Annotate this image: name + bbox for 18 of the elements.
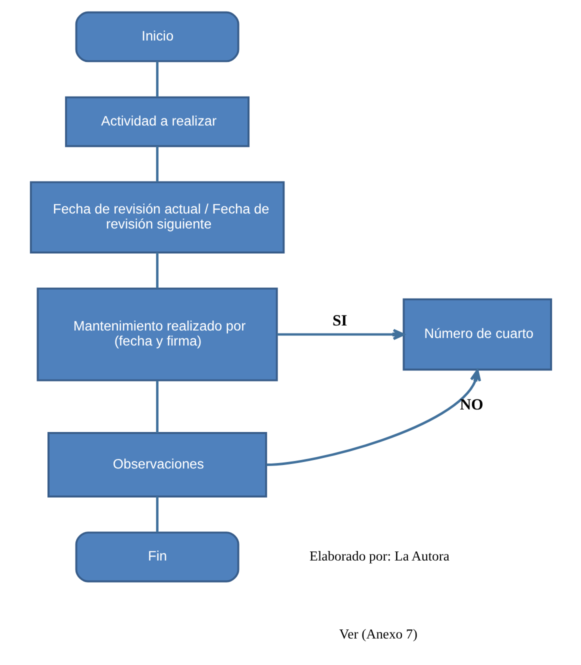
connector — [156, 252, 158, 288]
connector — [156, 496, 158, 532]
arrow — [276, 328, 404, 340]
connector — [156, 146, 158, 182]
edge-label: SI — [332, 312, 347, 330]
node-box: Fin — [74, 532, 239, 582]
edge-label: NO — [459, 396, 483, 414]
node-box: Fecha de revisión actual / Fecha de revisión siguiente — [29, 181, 284, 254]
node-box: Inicio — [74, 11, 239, 62]
node-box: Actividad a realizar — [64, 96, 250, 148]
connector — [156, 380, 158, 433]
node-box: Número de cuarto — [402, 298, 552, 371]
connector — [156, 61, 158, 98]
label: Elaborado por: La Autora — [309, 548, 449, 564]
node-box: Observaciones — [47, 432, 267, 498]
node-box: Mantenimiento realizado por (fecha y firma) — [36, 288, 278, 382]
label: Ver (Anexo 7) — [338, 626, 417, 642]
arrow — [266, 369, 481, 466]
